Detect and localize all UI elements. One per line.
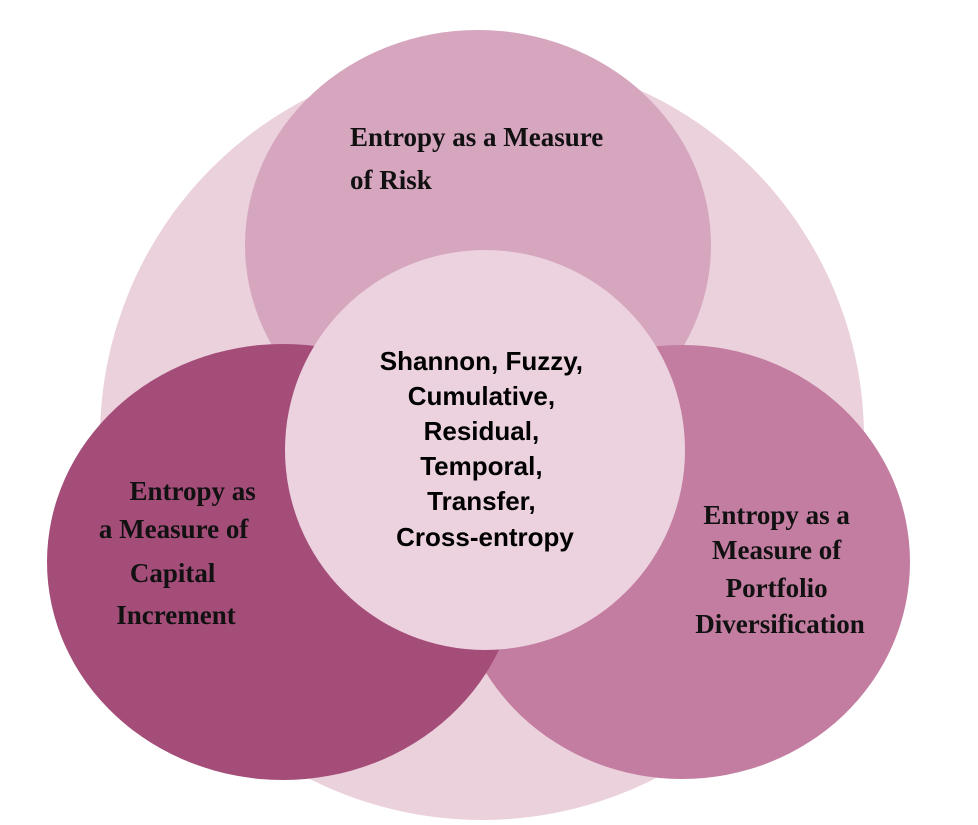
- top-label-line: Entropy as a Measure: [350, 122, 603, 152]
- center-label-line: Cross-entropy: [396, 522, 574, 552]
- right-label-line: Diversification: [695, 609, 864, 639]
- right-label-line: Measure of: [712, 535, 842, 565]
- top-label: Entropy as a Measure of Risk: [350, 122, 610, 195]
- left-label: Entropy as a Measure of Capital Incremen…: [99, 476, 263, 630]
- center-label-line: Transfer,: [427, 486, 535, 516]
- center-circle: [285, 250, 685, 650]
- center-label-line: Shannon, Fuzzy,: [380, 346, 583, 376]
- center-label: Shannon, Fuzzy, Cumulative, Residual, Te…: [380, 346, 590, 552]
- center-label-line: Temporal,: [420, 451, 542, 481]
- top-label-line: of Risk: [350, 165, 432, 195]
- center-label-line: Cumulative,: [408, 381, 555, 411]
- left-label-line: a Measure of: [99, 514, 249, 544]
- left-label-line: Capital: [130, 558, 216, 588]
- right-label-line: Entropy as a: [703, 500, 850, 530]
- left-label-line: Entropy as: [129, 476, 255, 506]
- right-label: Entropy as a Measure of Portfolio Divers…: [695, 500, 864, 639]
- center-label-line: Residual,: [424, 416, 540, 446]
- right-label-line: Portfolio: [726, 573, 828, 603]
- left-label-line: Increment: [116, 600, 235, 630]
